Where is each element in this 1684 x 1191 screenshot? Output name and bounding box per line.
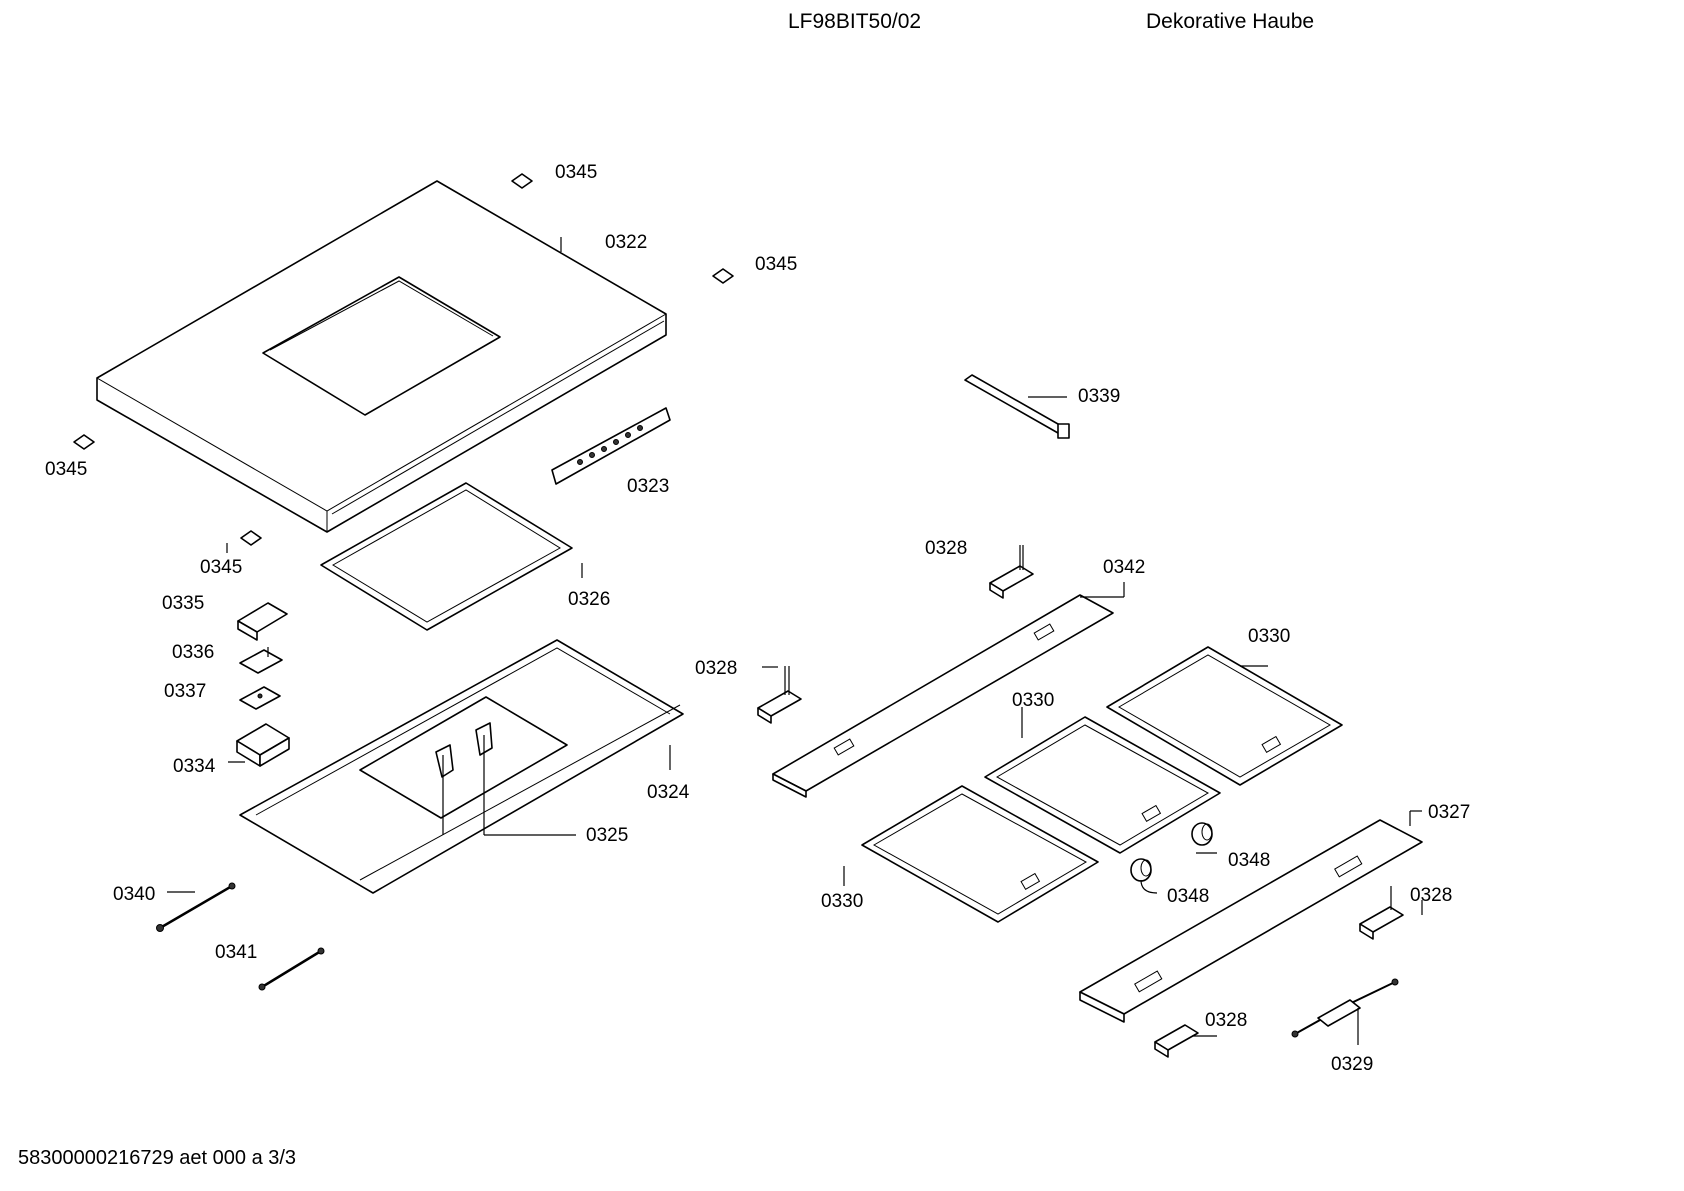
part-0335-cover <box>237 602 288 641</box>
part-0334-housing <box>236 723 290 767</box>
callout-0327: 0327 <box>1428 802 1470 823</box>
callout-0345: 0345 <box>555 162 597 183</box>
part-0337-board <box>239 686 281 710</box>
callout-0330: 0330 <box>1012 690 1054 711</box>
callout-labels: 0345 0322 0345 0345 0339 0323 0345 0326 … <box>45 162 1470 1075</box>
callout-0330: 0330 <box>821 891 863 912</box>
callout-0322: 0322 <box>605 232 647 253</box>
document-reference: 58300000216729 aet 000 a 3/3 <box>18 1147 297 1169</box>
part-0340-rod <box>156 882 236 932</box>
callout-0326: 0326 <box>568 589 610 610</box>
callout-0340: 0340 <box>113 884 155 905</box>
part-0326-frame <box>320 482 573 631</box>
callout-0342: 0342 <box>1103 557 1145 578</box>
part-0341-rod <box>258 947 325 991</box>
model-number: LF98BIT50/02 <box>788 10 922 33</box>
leader-lines <box>167 237 1423 1045</box>
callout-0335: 0335 <box>162 593 204 614</box>
part-0330-filter-left <box>861 785 1099 923</box>
callout-0329: 0329 <box>1331 1054 1373 1075</box>
part-0342-rail <box>772 594 1114 798</box>
callout-0348: 0348 <box>1228 850 1270 871</box>
part-0327-rail <box>1079 819 1423 1023</box>
part-0348-knob-lower <box>1130 858 1152 882</box>
part-0328-clip-bottom <box>1154 1024 1199 1058</box>
part-0329-cable-harness <box>1291 978 1399 1038</box>
callout-0328: 0328 <box>925 538 967 559</box>
callout-0328: 0328 <box>695 658 737 679</box>
callout-0323: 0323 <box>627 476 669 497</box>
part-0323-control-panel <box>551 407 671 485</box>
part-0345-clip-right <box>712 268 734 284</box>
part-0328-clip-top <box>989 545 1034 599</box>
callout-0348: 0348 <box>1167 886 1209 907</box>
callout-0330: 0330 <box>1248 626 1290 647</box>
callout-0328: 0328 <box>1205 1010 1247 1031</box>
callout-0337: 0337 <box>164 681 206 702</box>
callout-0345: 0345 <box>755 254 797 275</box>
product-description: Dekorative Haube <box>1146 10 1315 33</box>
part-0345-clip-left <box>73 434 95 450</box>
callout-0336: 0336 <box>172 642 214 663</box>
part-0330-filter-middle <box>984 716 1221 854</box>
part-0328-clip-left <box>757 666 802 724</box>
callout-0345: 0345 <box>200 557 242 578</box>
part-0348-knob-upper <box>1191 822 1213 846</box>
callout-0324: 0324 <box>647 782 690 803</box>
part-0330-filter-right <box>1106 646 1343 786</box>
part-0324-bottom-tray <box>239 639 684 894</box>
part-0345-clip-top <box>511 173 533 189</box>
callout-0328: 0328 <box>1410 885 1452 906</box>
callout-0341: 0341 <box>215 942 257 963</box>
part-0339-bracket <box>964 374 1070 439</box>
part-0322-top-panel <box>96 180 667 533</box>
part-0336-board <box>239 649 283 674</box>
callout-0345: 0345 <box>45 459 87 480</box>
part-0328-clip-right <box>1359 886 1404 940</box>
callout-0325: 0325 <box>586 825 628 846</box>
callout-0334: 0334 <box>173 756 216 777</box>
part-0345-clip-lower <box>240 530 262 546</box>
callout-0339: 0339 <box>1078 386 1120 407</box>
